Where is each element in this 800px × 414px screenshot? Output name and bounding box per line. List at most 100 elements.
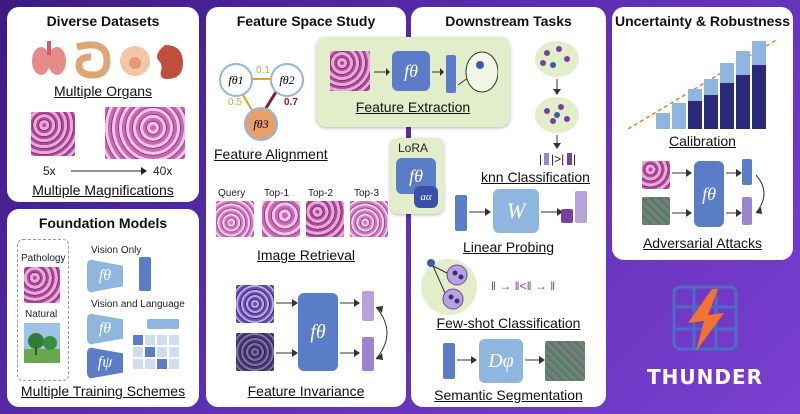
invariance-feature-bar-2 xyxy=(362,337,374,371)
vision-language-label: Vision and Language xyxy=(91,299,185,310)
image-encoder-f-theta: fθ xyxy=(87,313,123,345)
invariance-arrows-in xyxy=(276,299,298,357)
invariance-image-2 xyxy=(236,333,274,371)
adv-perturbed-image xyxy=(642,197,670,225)
image-embedding-bar xyxy=(147,319,179,329)
top2-image xyxy=(306,201,344,237)
calib-bar-1 xyxy=(656,113,670,129)
adv-feature-bar-1 xyxy=(742,159,752,185)
natural-label: Natural xyxy=(25,309,58,320)
top3-label: Top-3 xyxy=(354,188,380,199)
semantic-segmentation-label: Semantic Segmentation xyxy=(434,387,583,403)
multiple-magnifications-label: Multiple Magnifications xyxy=(32,182,174,198)
seg-output-mask xyxy=(545,341,585,381)
similarity-matrix xyxy=(133,335,179,369)
panel-title: Uncertainty & Robustness xyxy=(614,13,791,29)
invariance-encoder-f-theta: fθ xyxy=(298,293,338,371)
adv-arrows-in xyxy=(672,169,692,217)
top1-label: Top-1 xyxy=(264,188,290,199)
panel-title: Downstream Tasks xyxy=(445,13,572,29)
weight-0-7: 0.7 xyxy=(284,97,298,108)
panel-diverse-datasets: Diverse Datasets Multiple Organs 5x 40x … xyxy=(7,7,199,202)
extraction-input-image xyxy=(330,51,370,91)
thunder-logo-text: THUNDER xyxy=(646,365,764,389)
invariance-feature-bar-1 xyxy=(362,291,374,321)
extraction-encoder-f-theta: fθ xyxy=(392,51,430,91)
query-image xyxy=(216,201,254,237)
breast-icon xyxy=(120,46,150,76)
pathology-label: Pathology xyxy=(21,253,66,264)
tissue-5x-image xyxy=(31,112,75,156)
linear-probing-label: Linear Probing xyxy=(462,239,555,255)
linear-arrow-1 xyxy=(469,208,491,216)
fewshot-diagram xyxy=(421,259,477,315)
linear-output-bar-1 xyxy=(561,209,573,223)
node-f-theta-2: fθ2 xyxy=(270,63,304,97)
adv-clean-image xyxy=(642,161,670,189)
extraction-feature-point xyxy=(458,51,498,93)
vision-only-feature-bar xyxy=(139,257,151,291)
multiple-training-schemes-label: Multiple Training Schemes xyxy=(20,383,186,399)
panel-foundation-models: Foundation Models Pathology Natural Visi… xyxy=(7,209,199,407)
feature-extraction-box: fθ Feature Extraction xyxy=(316,37,510,127)
top1-image xyxy=(262,201,300,237)
lora-adapter-a-alpha: aα xyxy=(414,186,438,208)
kidney-icon xyxy=(157,45,183,79)
seg-arrow-1 xyxy=(457,356,477,364)
mag-40x-label: 40x xyxy=(153,164,173,178)
natural-image xyxy=(24,323,60,363)
adv-arrows-out xyxy=(726,169,742,217)
invariance-arrows-out xyxy=(340,299,360,357)
lungs-icon xyxy=(32,41,66,75)
tissue-40x-image xyxy=(105,107,185,159)
text-encoder-f-psi: fψ xyxy=(87,347,123,379)
extraction-arrow-2 xyxy=(432,68,444,76)
mag-5x-label: 5x xyxy=(43,164,56,178)
thunder-logo-icon xyxy=(672,285,738,351)
extraction-feature-bar xyxy=(446,55,456,93)
weight-0-1: 0.1 xyxy=(256,65,270,76)
lora-label: LoRA xyxy=(398,141,429,155)
adv-encoder-f-theta: fθ xyxy=(694,161,724,227)
svg-text:|: | xyxy=(539,152,542,166)
organ-icons xyxy=(32,41,183,79)
intestine-icon xyxy=(75,41,111,79)
calibration-label: Calibration xyxy=(669,133,736,149)
seg-arrow-2 xyxy=(525,356,545,364)
feature-extraction-label: Feature Extraction xyxy=(355,99,471,115)
multiple-organs-label: Multiple Organs xyxy=(53,83,153,99)
node-f-theta-1: fθ1 xyxy=(219,63,253,97)
magnification-arrow xyxy=(71,167,147,175)
panel-title: Feature Space Study xyxy=(236,13,376,29)
panel-feature-space-study: Feature Space Study fθ1 fθ2 fθ3 0.1 0.5 … xyxy=(206,7,510,407)
linear-input-bar xyxy=(455,195,467,231)
knn-diagram: | |>| | xyxy=(535,41,579,166)
linear-weight-w: W xyxy=(493,189,539,233)
invariance-image-1 xyxy=(236,285,274,323)
adv-curve-arrow xyxy=(755,174,765,214)
seg-decoder-d-phi: Dφ xyxy=(479,339,523,383)
linear-arrow-2 xyxy=(541,208,563,216)
fewshot-classification-label: Few-shot Classification xyxy=(436,315,581,331)
top2-label: Top-2 xyxy=(308,188,334,199)
datasets-dashed-box xyxy=(17,239,69,381)
panel-uncertainty-robustness: Uncertainty & Robustness Calibration fθ … xyxy=(612,7,793,260)
invariance-curve-arrow xyxy=(375,306,388,360)
query-label: Query xyxy=(218,188,246,199)
vision-encoder-f-theta: fθ xyxy=(87,259,123,293)
image-retrieval-label: Image Retrieval xyxy=(256,247,356,263)
adv-feature-bar-2 xyxy=(742,197,752,225)
feature-alignment-label: Feature Alignment xyxy=(214,146,328,162)
top3-image xyxy=(350,201,388,237)
panel-title: Diverse Datasets xyxy=(46,13,160,29)
pathology-image xyxy=(24,267,60,303)
calibration-chart xyxy=(628,38,778,129)
extraction-arrow-1 xyxy=(374,68,390,76)
panel-title: Foundation Models xyxy=(38,215,168,231)
node-f-theta-3: fθ3 xyxy=(244,107,278,141)
feature-invariance-label: Feature Invariance xyxy=(247,383,365,399)
adversarial-attacks-label: Adversarial Attacks xyxy=(642,235,763,251)
svg-text:|>|: |>| xyxy=(551,152,564,166)
linear-output-bar-2 xyxy=(575,191,587,223)
seg-input-bar xyxy=(443,343,455,379)
